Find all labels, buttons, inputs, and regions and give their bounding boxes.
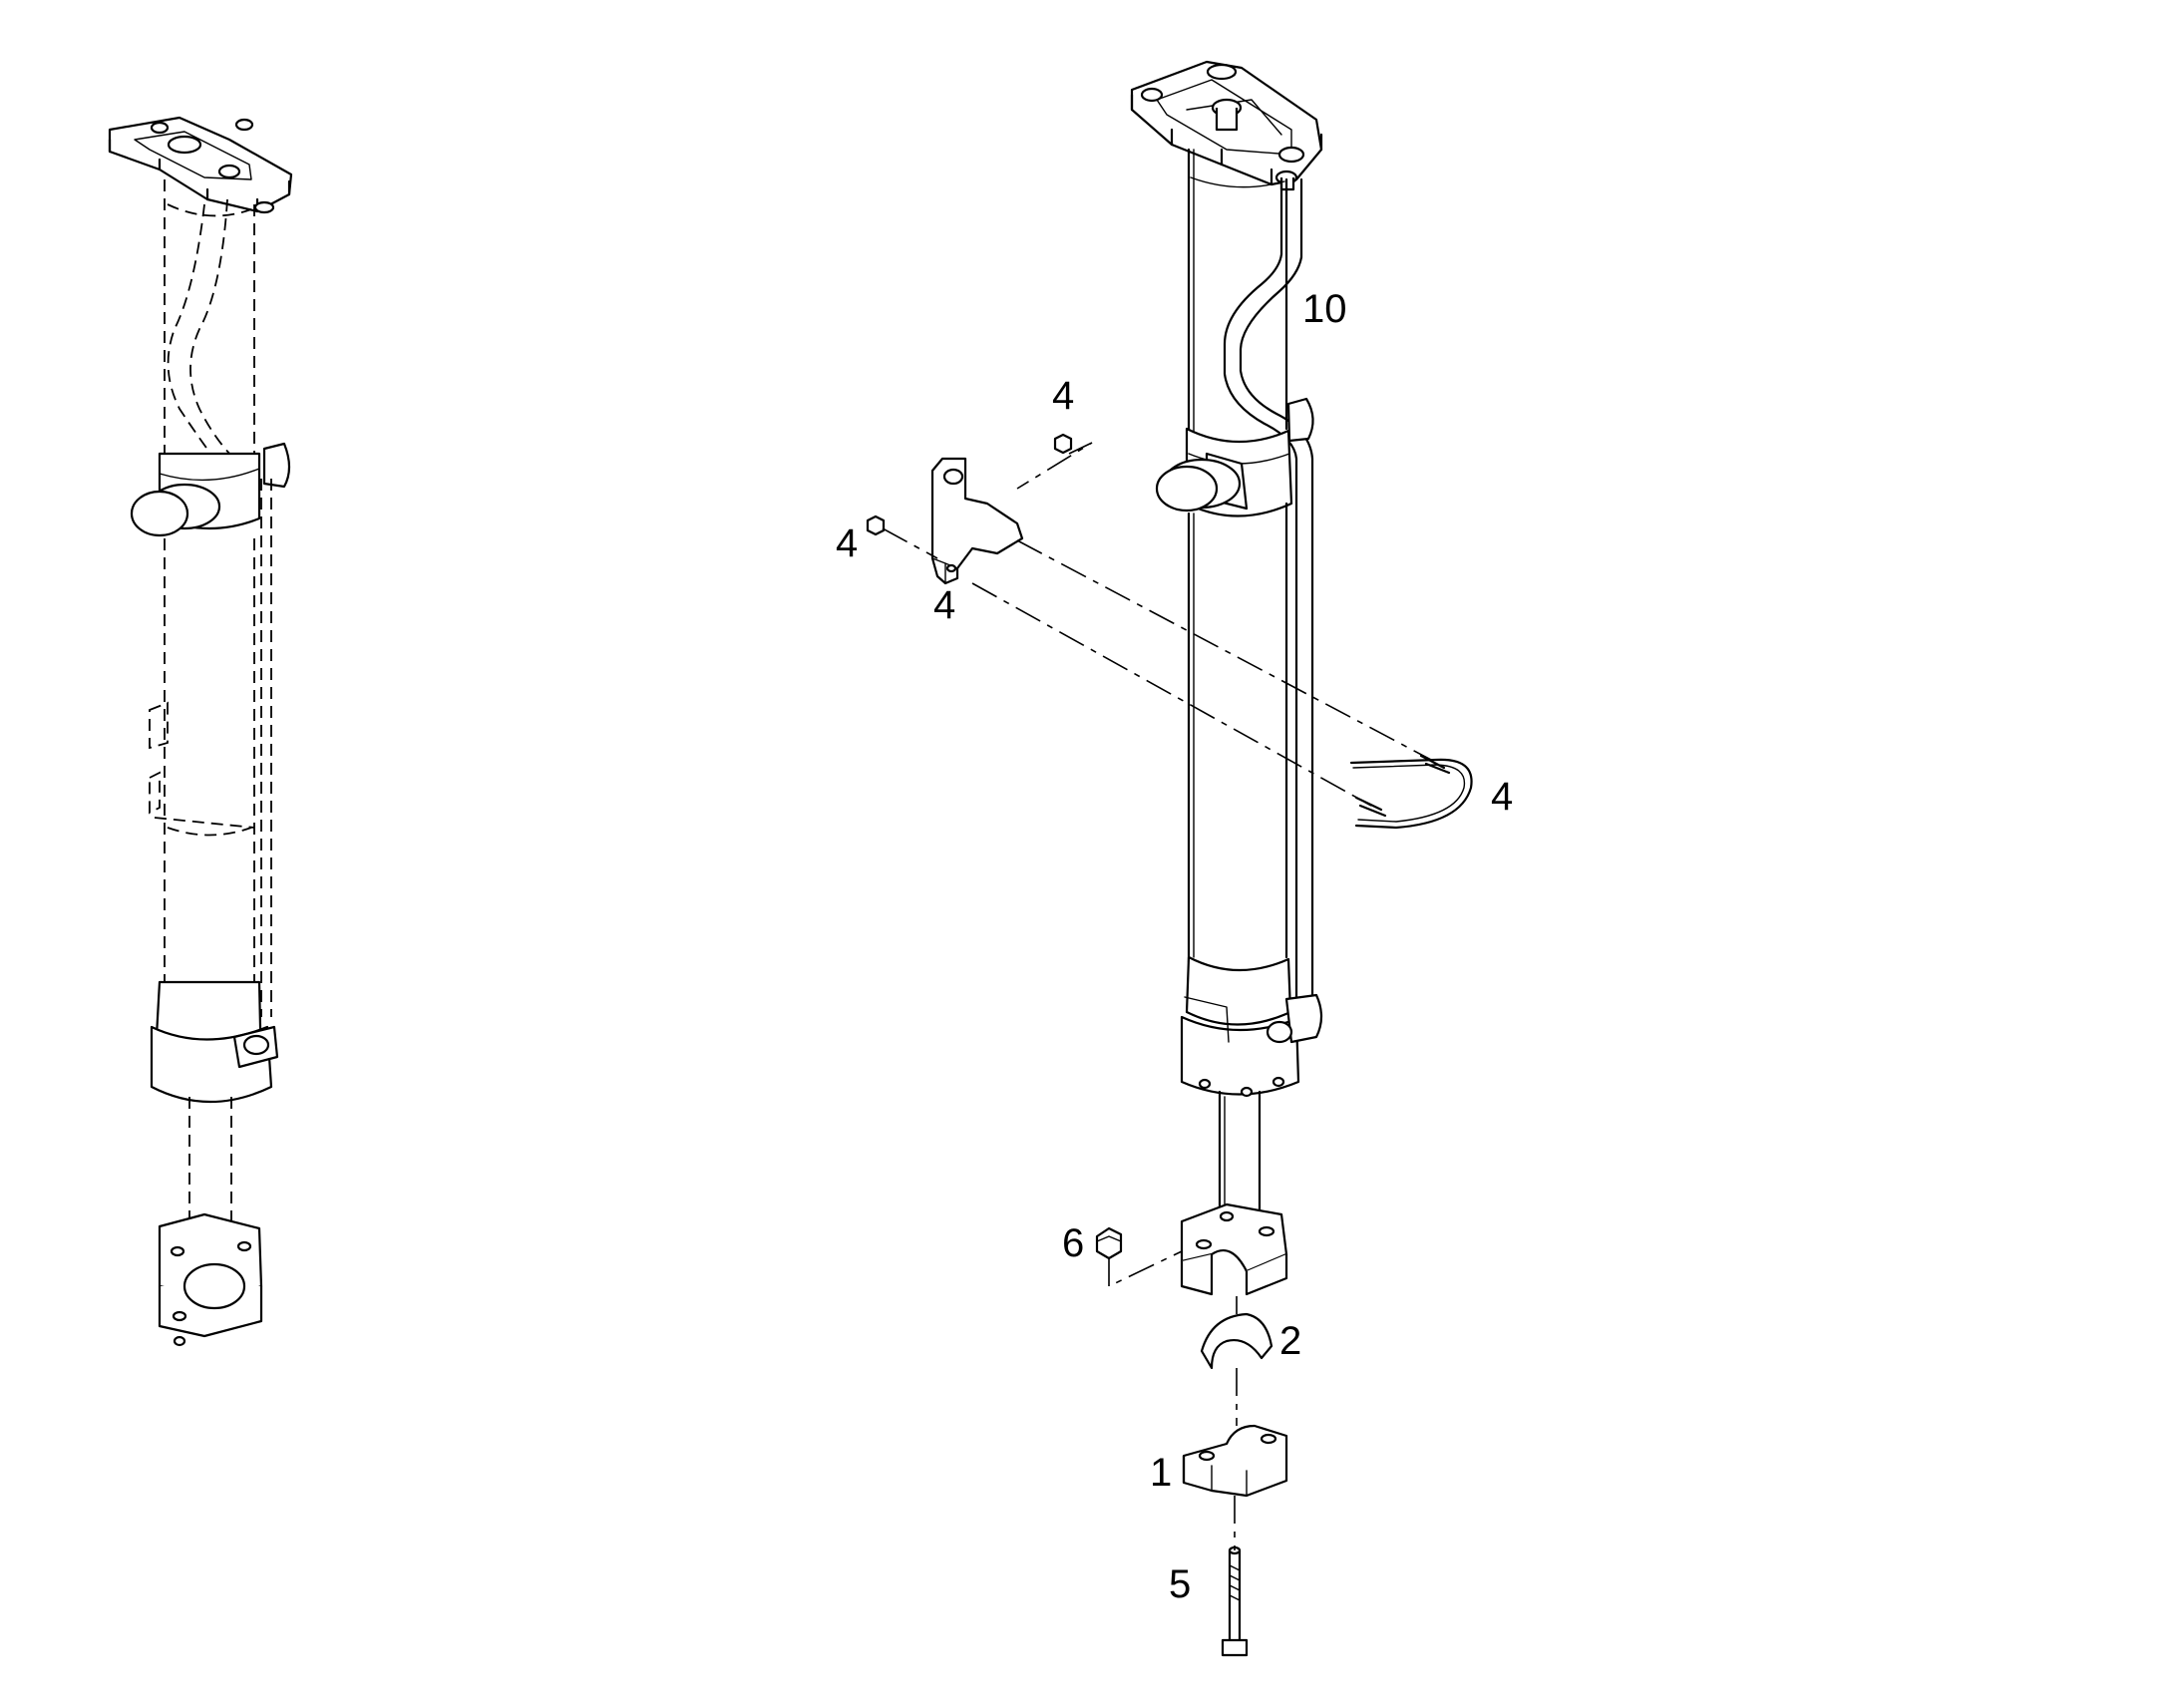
- lock-nut: [1095, 1226, 1123, 1260]
- ref-lower-collar: [150, 980, 279, 1104]
- cylinder-top-cap: [1130, 60, 1323, 191]
- bolt: [1221, 1545, 1249, 1657]
- ref-top-cap: [108, 116, 293, 214]
- small-nut-left: [866, 514, 886, 536]
- callout-4-upper-nut: 4: [1052, 374, 1074, 418]
- cable-loop: [1349, 754, 1473, 830]
- leader-lines: [882, 442, 1432, 1550]
- callout-4-cable: 4: [1491, 775, 1513, 819]
- callout-1: 1: [1150, 1451, 1172, 1495]
- callout-10: 10: [1302, 287, 1347, 331]
- cylinder-mid-collar: [1155, 427, 1293, 517]
- bearing-shell: [1200, 1312, 1273, 1370]
- small-nut-upper: [1053, 433, 1073, 455]
- callout-2: 2: [1279, 1319, 1301, 1363]
- ref-mid-collar: [130, 442, 291, 537]
- rod-end-clamp-lower: [1182, 1424, 1288, 1498]
- callouts: 10 4 4 4 4 6 2 1 5: [836, 287, 1513, 1606]
- clamp-bracket: [930, 457, 1024, 585]
- cylinder-upper-body: [1187, 148, 1314, 999]
- callout-4-left-nut: 4: [836, 521, 858, 565]
- callout-6: 6: [1062, 1221, 1084, 1265]
- rod-end-clamp-upper: [1180, 1202, 1288, 1296]
- ref-rod-end-clamp: [158, 1212, 263, 1347]
- piston-rod: [1218, 1090, 1262, 1213]
- cylinder-lower-collar: [1180, 955, 1323, 1098]
- cylinder-lower-body: [1187, 502, 1288, 964]
- callout-4-bracket: 4: [933, 583, 955, 627]
- exploded-view: 10 4 4 4 4 6 2 1 5: [836, 60, 1513, 1657]
- assembled-reference-view: [108, 116, 293, 1347]
- callout-5: 5: [1169, 1562, 1191, 1606]
